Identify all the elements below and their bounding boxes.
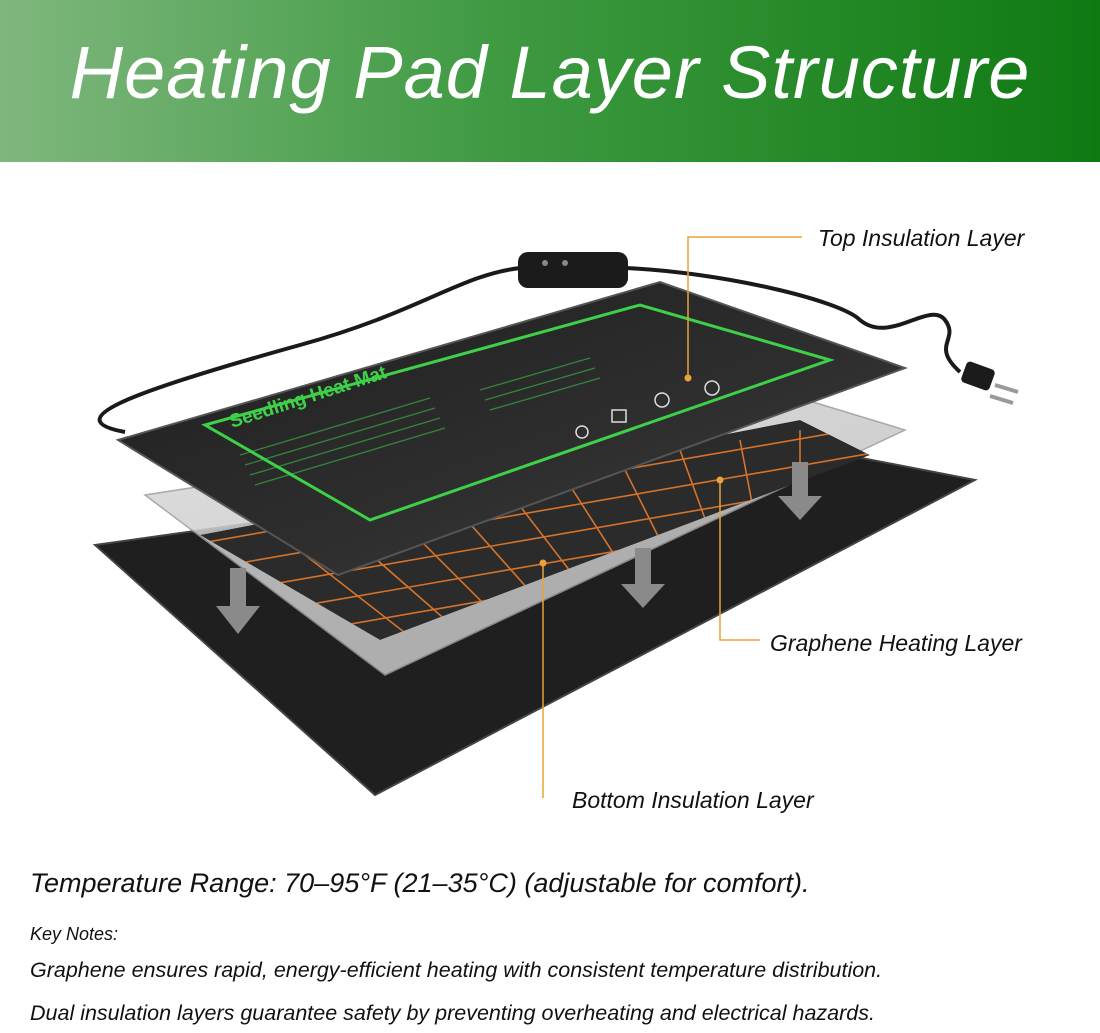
page-title: Heating Pad Layer Structure bbox=[0, 28, 1100, 118]
label-graphene-heating: Graphene Heating Layer bbox=[770, 630, 1022, 657]
power-plug bbox=[960, 361, 1018, 403]
callout-dot-middle bbox=[717, 477, 724, 484]
controller-box bbox=[518, 252, 628, 288]
layer-illustration: Seedling Heat Mat bbox=[0, 162, 1100, 862]
label-bottom-insulation: Bottom Insulation Layer bbox=[572, 787, 814, 814]
title-banner: Heating Pad Layer Structure bbox=[0, 0, 1100, 162]
power-button-icon bbox=[542, 260, 548, 266]
callout-dot-top bbox=[685, 375, 692, 382]
temperature-range: Temperature Range: 70–95°F (21–35°C) (ad… bbox=[30, 868, 810, 899]
key-note-2: Dual insulation layers guarantee safety … bbox=[30, 1001, 875, 1026]
key-notes-title: Key Notes: bbox=[30, 924, 118, 945]
temp-button-icon bbox=[562, 260, 568, 266]
label-top-insulation: Top Insulation Layer bbox=[818, 225, 1024, 252]
callout-dot-bottom bbox=[540, 560, 547, 567]
key-note-1: Graphene ensures rapid, energy-efficient… bbox=[30, 958, 882, 983]
